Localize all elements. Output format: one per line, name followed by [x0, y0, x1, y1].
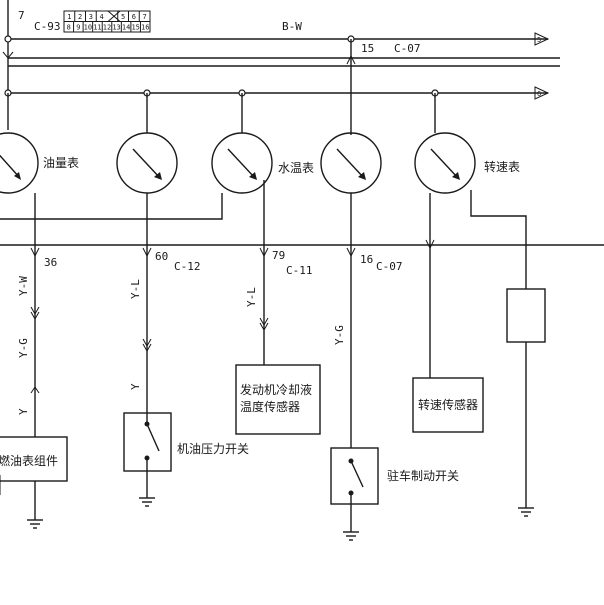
arrow-down-icon — [346, 247, 356, 258]
temp-pin-label: 79 — [272, 249, 285, 262]
coolant-sensor-label-line2: 温度传感器 — [240, 399, 300, 414]
connector-pin-number: 5 — [121, 13, 125, 21]
bus-color-label: B-W — [282, 20, 302, 33]
fuel-gauge-label: 油量表 — [43, 156, 79, 170]
ground-icon — [343, 531, 359, 541]
oil-wire-color-2: Y — [129, 383, 142, 390]
arrow-down-icon — [30, 247, 40, 258]
connector-pin-number: 12 — [103, 24, 111, 32]
connector-pin-number: 9 — [76, 24, 80, 32]
connector-pin-number: 15 — [131, 24, 139, 32]
fuel-unit-box — [0, 436, 68, 482]
tach-signal-wire — [470, 190, 527, 289]
connector-pin-number: 3 — [89, 13, 93, 21]
fuel-temp-link-wire — [0, 193, 223, 220]
junction-mark-icon — [2, 51, 14, 59]
fuel-wire-color-3: Y — [17, 408, 30, 415]
oil-wire-color-1: Y-L — [129, 279, 142, 299]
fuel-wire-color-1: Y-W — [17, 276, 30, 296]
fuel-unit-label: 燃油表组件 — [0, 453, 58, 468]
park-connector-label: C-07 — [376, 260, 403, 273]
park-brake-gauge-icon — [320, 132, 382, 194]
bus-connector-label: C-07 — [394, 42, 421, 55]
arrow-up-icon — [346, 54, 356, 65]
park-switch-box — [330, 447, 379, 505]
oil-connector-label: C-12 — [174, 260, 201, 273]
arrow-down-icon — [142, 247, 152, 258]
tachometer-gauge-icon — [414, 132, 476, 194]
coolant-sensor-box — [235, 364, 321, 435]
speed-sensor-box — [412, 377, 484, 433]
ground-icon — [139, 497, 155, 507]
arrow-down-icon — [259, 247, 269, 258]
connector-pin-number: 11 — [93, 24, 101, 32]
connector-pin-number: 7 — [143, 13, 147, 21]
ground-icon — [518, 507, 534, 517]
temp-gauge-label: 水温表 — [278, 161, 314, 175]
double-chevron-icon — [142, 338, 152, 353]
arrow-down-icon — [425, 239, 435, 250]
connector-pin-number: 4 — [100, 13, 104, 21]
oil-pin-label: 60 — [155, 250, 168, 263]
park-switch-label: 驻车制动开关 — [387, 468, 459, 483]
double-chevron-icon — [30, 306, 40, 321]
connector-pin-number: 10 — [84, 24, 92, 32]
temp-wire-color: Y-L — [245, 287, 258, 307]
oil-pressure-gauge-icon — [116, 132, 178, 194]
ground-icon — [27, 519, 43, 529]
bus-arrow-upper — [534, 32, 550, 46]
connector-pin-number: 16 — [141, 24, 149, 32]
connector-pin-number: 2 — [78, 13, 82, 21]
double-chevron-icon — [259, 317, 269, 332]
bus-pin-label: 15 — [361, 42, 374, 55]
tach-resistor-box — [506, 288, 546, 343]
park-pin-label: 16 — [360, 253, 373, 266]
connector-pin-number: 8 — [67, 24, 71, 32]
fuel-wire-color-2: Y-G — [17, 338, 30, 358]
top-pin-label: 7 — [18, 9, 25, 22]
oil-switch-label: 机油压力开关 — [177, 442, 249, 456]
fuel-pin-label: 36 — [44, 256, 57, 269]
switch-contact-icon — [144, 413, 160, 461]
junction-node — [4, 35, 12, 43]
chevron-up-icon — [30, 386, 40, 394]
bus-arrow-lower — [534, 86, 550, 100]
top-connector-label: C-93 — [34, 20, 61, 33]
connector-pin-number: 1 — [67, 13, 71, 21]
switch-contact-icon — [348, 458, 364, 496]
arrow-upper-label: 5 — [537, 36, 541, 44]
temp-gauge-icon — [211, 132, 273, 194]
coolant-sensor-label-line1: 发动机冷却液 — [240, 382, 312, 397]
park-wire-color: Y-G — [333, 325, 346, 345]
connector-pin-number: 14 — [122, 24, 130, 32]
connector-pin-number: 13 — [112, 24, 120, 32]
temp-connector-label: C-11 — [286, 264, 313, 277]
tach-gauge-label: 转速表 — [484, 159, 520, 174]
connector-pin-number: 6 — [132, 13, 136, 21]
arrow-lower-label: 6 — [537, 90, 541, 98]
fuel-gauge-icon — [0, 132, 39, 194]
speed-sensor-label: 转速传感器 — [418, 397, 478, 412]
